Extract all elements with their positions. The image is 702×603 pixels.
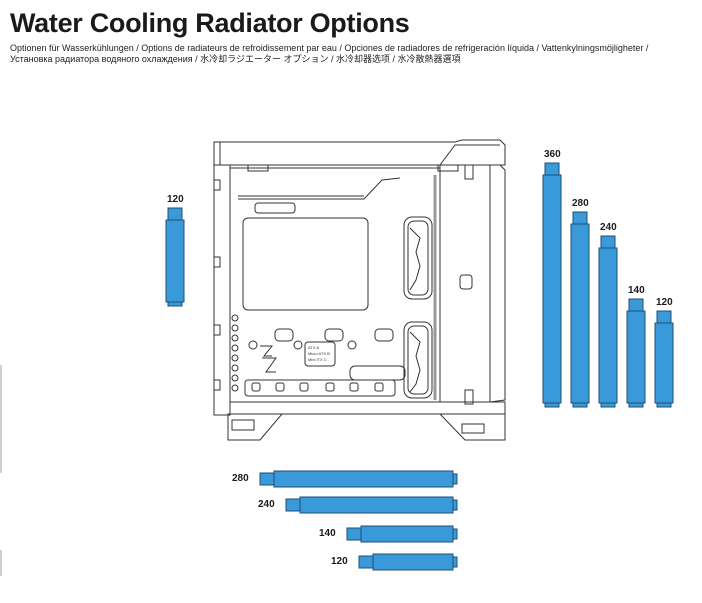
drive-rail xyxy=(244,379,396,397)
psu-shroud xyxy=(229,401,506,415)
radiator-size-label: 240 xyxy=(600,222,617,233)
radiator-foot xyxy=(452,556,458,568)
standoff xyxy=(347,340,357,350)
label-mark: B xyxy=(327,351,330,356)
case-foot-right xyxy=(438,413,506,441)
grommet xyxy=(274,328,294,342)
radiator-foot xyxy=(656,402,672,408)
standoff xyxy=(293,340,303,350)
page-title: Water Cooling Radiator Options xyxy=(10,8,410,38)
foot-pad-left xyxy=(231,419,255,431)
radiator-size-label: 140 xyxy=(628,285,645,296)
case-top-bevel xyxy=(439,144,500,166)
case-foot-left xyxy=(227,413,284,441)
subtitle-translations: Optionen für Wasserkühlungen / Options d… xyxy=(10,43,700,65)
radiator-size-label: 280 xyxy=(572,198,589,209)
grommet xyxy=(324,328,344,342)
top-bracket-right xyxy=(437,164,459,172)
fan-bay-upper xyxy=(403,216,433,300)
label-matx: Micro ATX xyxy=(308,351,327,356)
radiator-foot xyxy=(544,402,560,408)
radiator-size-label: 120 xyxy=(167,194,184,205)
label-mark: A xyxy=(316,345,320,350)
radiator-foot xyxy=(452,528,458,540)
radiator-foot xyxy=(452,499,458,511)
radiator-cap xyxy=(358,555,374,569)
edge-marker xyxy=(0,365,2,473)
radiator-size-label: 280 xyxy=(232,473,249,484)
subtitle-line-2: Установка радиатора водяного охлаждения … xyxy=(10,54,461,64)
label-mark: C xyxy=(323,357,327,362)
radiator-size-label: 120 xyxy=(656,297,673,308)
fan-bay-lower xyxy=(403,321,433,399)
subtitle-line-1: Optionen für Wasserkühlungen / Options d… xyxy=(10,43,649,53)
standoff xyxy=(248,340,258,350)
label-atx: ATX xyxy=(308,345,316,350)
grommet xyxy=(374,328,394,342)
label-itx: Mini ITX xyxy=(308,357,323,362)
front-io-port xyxy=(464,164,474,180)
edge-marker xyxy=(0,550,2,576)
mb-size-labels: ATX A Micro ATX B Mini ITX C xyxy=(308,345,330,363)
top-rail xyxy=(238,177,401,200)
logo-mark xyxy=(260,345,274,357)
radiator-foot xyxy=(628,402,644,408)
radiator-foot xyxy=(452,473,458,485)
front-io-port xyxy=(464,389,474,405)
case-front-bezel xyxy=(489,164,506,403)
radiator-foot xyxy=(572,402,588,408)
radiator-size-label: 140 xyxy=(319,528,336,539)
cpu-cutout xyxy=(242,217,369,311)
radiator-foot xyxy=(167,301,183,307)
radiator-size-label: 120 xyxy=(331,556,348,567)
radiator-size-label: 240 xyxy=(258,499,275,510)
radiator-foot xyxy=(600,402,616,408)
radiator-size-label: 360 xyxy=(544,149,561,160)
radiator-body xyxy=(372,553,454,571)
top-bracket-left xyxy=(247,164,269,172)
foot-pad-right xyxy=(461,423,485,434)
mb-size-label-panel xyxy=(304,341,336,367)
